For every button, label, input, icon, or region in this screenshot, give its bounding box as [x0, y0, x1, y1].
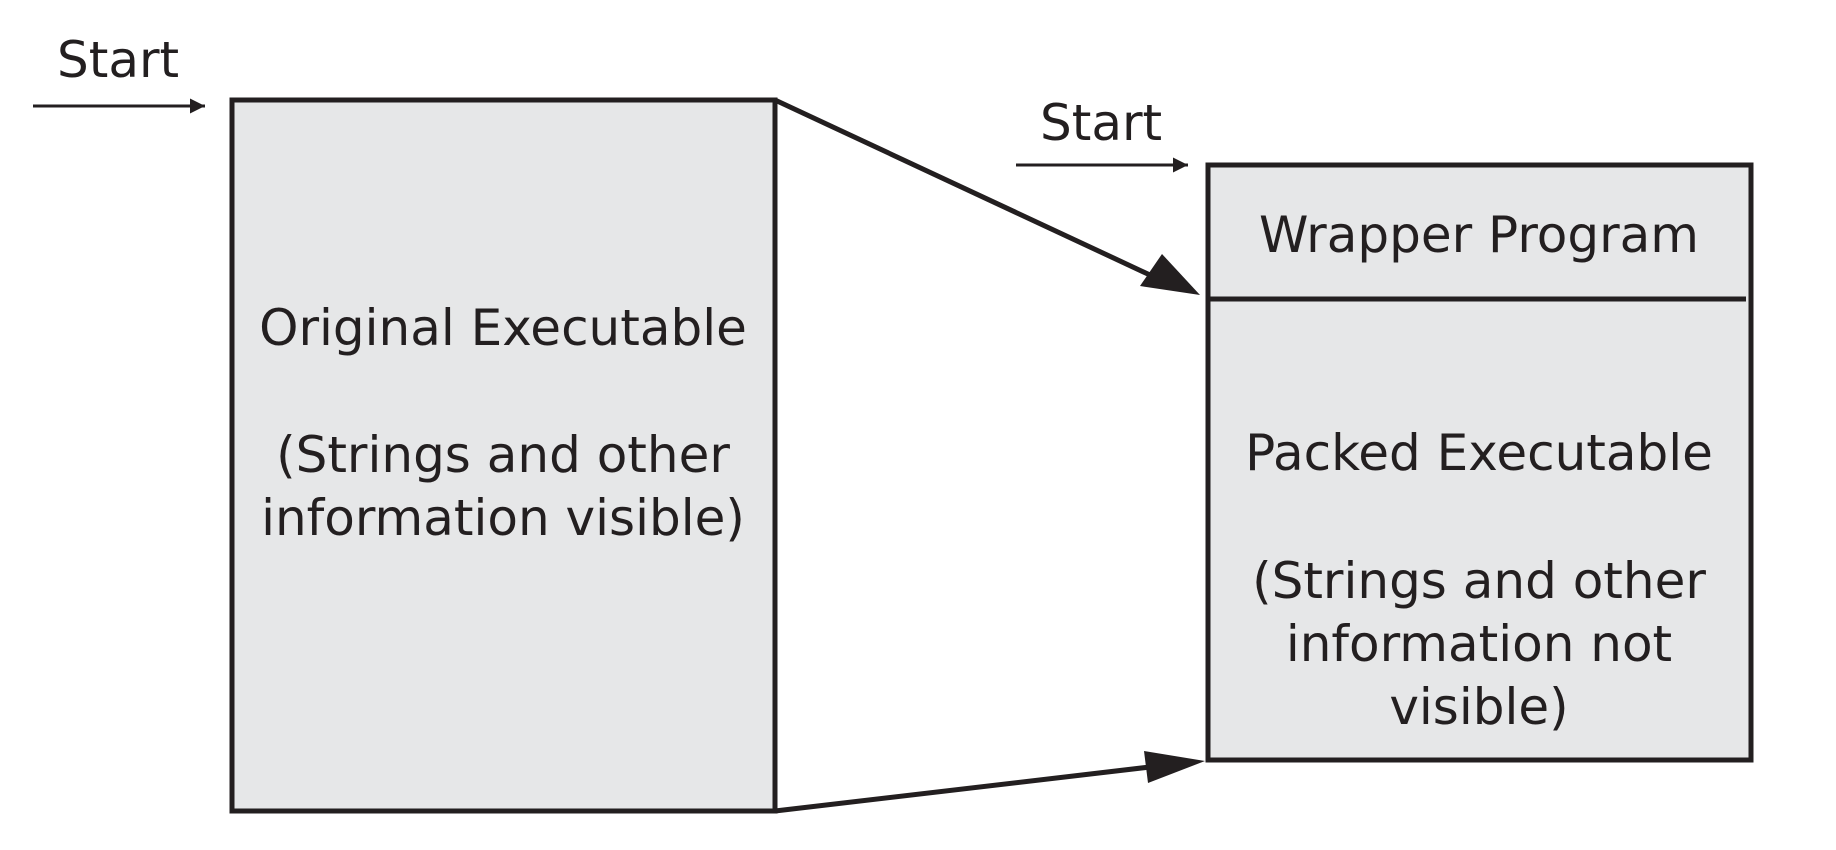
packed-executable-title: Packed Executable	[1245, 424, 1713, 482]
original-start-label: Start	[57, 31, 179, 89]
wrapper-program-label: Wrapper Program	[1259, 206, 1699, 264]
packed-start-label: Start	[1040, 94, 1162, 152]
lower-connector-line	[774, 764, 1151, 814]
packed-note-line-2: information not	[1286, 615, 1672, 673]
lower-connector-arrowhead	[1144, 751, 1205, 783]
packed-note-line-1: (Strings and other	[1252, 552, 1706, 610]
original-note-line-1: (Strings and other	[276, 426, 730, 484]
packed-note-line-3: visible)	[1389, 678, 1568, 736]
upper-connector-line	[773, 97, 1152, 278]
original-executable-box	[229, 97, 778, 814]
original-executable-title: Original Executable	[259, 299, 747, 357]
upper-connector-arrowhead	[1140, 254, 1200, 295]
packed-executable-box	[1205, 162, 1754, 763]
original-note-line-2: information visible)	[261, 489, 745, 547]
